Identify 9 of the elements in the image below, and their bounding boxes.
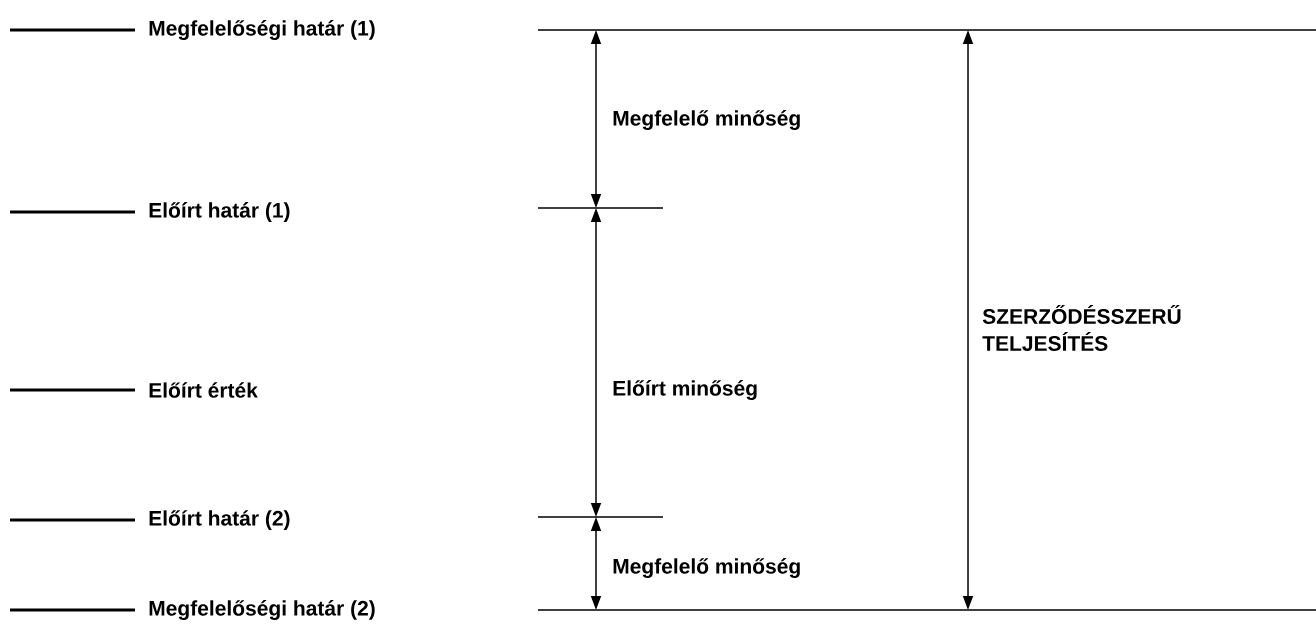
level-label: Előírt határ (2) bbox=[149, 510, 290, 530]
level-label: Előírt határ (1) bbox=[149, 202, 290, 222]
zone-label: Megfelelő minőség bbox=[613, 558, 800, 578]
zone-label: Megfelelő minőség bbox=[613, 110, 800, 130]
zone-label: Előírt minőség bbox=[613, 380, 757, 400]
level-label: Megfelelőségi határ (2) bbox=[149, 600, 375, 620]
level-label: Előírt érték bbox=[149, 382, 258, 398]
range-label: SZERZŐDÉSSZERŰ TELJESÍTÉS bbox=[982, 305, 1181, 351]
level-label: Megfelelőségi határ (1) bbox=[149, 20, 375, 40]
